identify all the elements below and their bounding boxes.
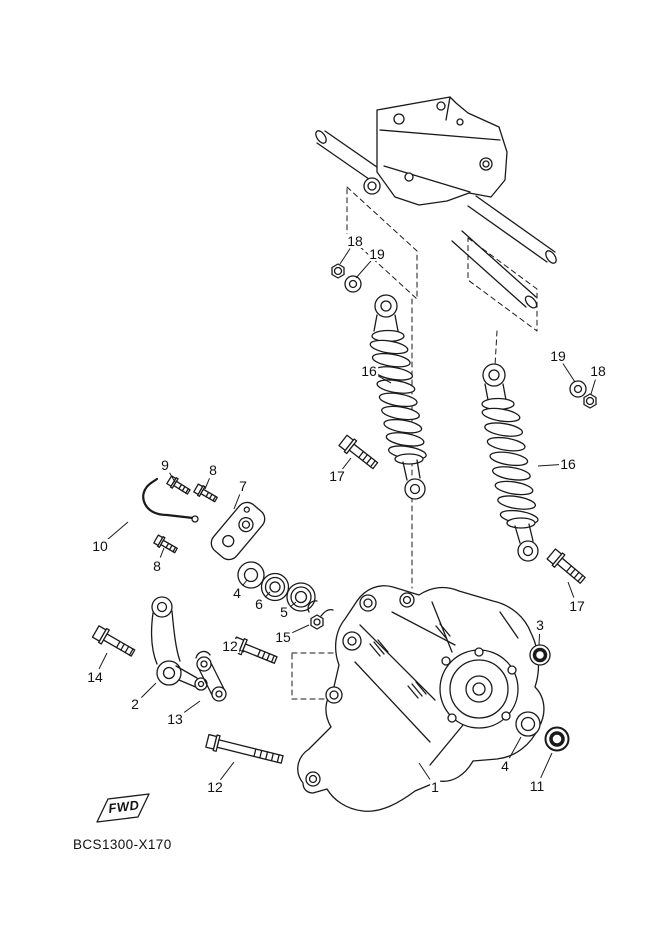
leader-line-16 [537, 464, 560, 467]
breather-pipe-10 [142, 477, 199, 523]
fwd-label: FWD [108, 797, 141, 816]
bracket-plate-7 [210, 501, 266, 561]
washer-19-right [569, 380, 587, 398]
leader-line-18 [339, 248, 351, 265]
leader-line-12 [238, 649, 245, 653]
nut-18-left [331, 263, 345, 279]
leader-line-12 [220, 761, 235, 781]
leader-line-5 [290, 601, 297, 607]
bolt-17-right [546, 548, 586, 584]
leader-line-8 [204, 478, 210, 490]
leader-line-19 [562, 363, 576, 383]
washer-19-left [344, 275, 362, 293]
leader-line-11 [540, 752, 553, 779]
seal-4-right [515, 711, 541, 737]
leader-line-15 [290, 624, 310, 634]
leader-line-3 [538, 633, 541, 646]
leader-line-1 [418, 762, 431, 780]
leader-line-13 [182, 700, 201, 715]
link-13 [195, 650, 227, 702]
leader-line-4 [242, 579, 248, 587]
leader-line-2 [141, 682, 157, 698]
rear-arm-assembly-1 [297, 585, 545, 812]
fitting-15 [307, 600, 334, 630]
cap-11 [544, 726, 570, 752]
bolt-8-lower [153, 534, 178, 554]
seal-4-left [237, 561, 265, 589]
diagram-code: BCS1300-X170 [73, 837, 172, 852]
frame-bracket [376, 96, 508, 206]
leader-line-17 [567, 581, 575, 598]
leader-line-8 [159, 547, 165, 558]
bolt-8-upper [193, 483, 218, 503]
leader-line-17 [342, 457, 352, 470]
right-shock-absorber [481, 363, 539, 562]
leader-line-4 [508, 736, 522, 759]
bolt-17-left [338, 434, 379, 470]
leader-line-9 [169, 472, 176, 483]
bolt-9 [166, 475, 191, 495]
frame-tubes [315, 130, 557, 309]
bolt-12-lower [205, 733, 284, 764]
leader-line-18 [590, 379, 596, 395]
bolt-14 [91, 625, 136, 657]
relay-arm-2 [150, 596, 208, 691]
fwd-indicator: FWD [96, 793, 150, 823]
nut-18-right [583, 393, 597, 409]
leader-line-19 [355, 260, 372, 279]
left-shock-absorber [369, 294, 427, 500]
bushing-3 [529, 644, 551, 666]
leader-line-10 [106, 521, 129, 541]
leader-line-6 [264, 591, 271, 598]
leader-line-16 [376, 374, 392, 384]
leader-line-7 [233, 494, 241, 510]
leader-line-14 [98, 652, 108, 670]
